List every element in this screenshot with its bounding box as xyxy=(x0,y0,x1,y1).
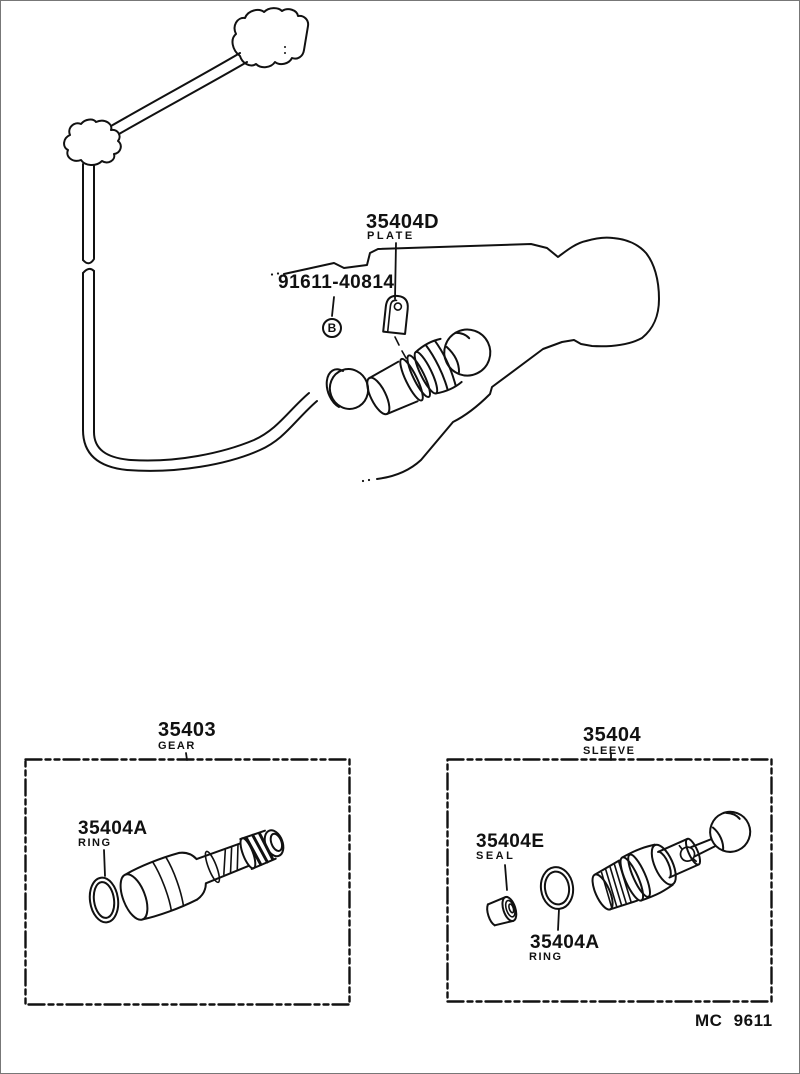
sleeve-kit-name: SLEEVE xyxy=(583,745,636,757)
sleeve-ring-name: RING xyxy=(529,951,563,963)
gear-ring-name: RING xyxy=(78,837,112,849)
sleeve-seal-name: SEAL xyxy=(476,850,516,862)
cable-connector-drawing xyxy=(110,7,310,135)
o-ring-drawing xyxy=(88,876,120,924)
sleeve-ring-part-number: 35404A xyxy=(530,932,600,953)
sleeve-seal-part-number: 35404E xyxy=(476,831,545,852)
transmission-housing-drawing xyxy=(270,236,660,483)
grommet-drawing xyxy=(63,118,122,166)
bolt-marker-badge: B xyxy=(322,318,342,338)
gear-kit-part-number: 35403 xyxy=(158,719,217,741)
gear-ring-part-number: 35404A xyxy=(78,818,148,839)
sleeve-assembly-drawing xyxy=(591,810,752,911)
plate-part-name: PLATE xyxy=(367,230,415,242)
speedometer-cable-drawing xyxy=(82,163,370,472)
bolt-part-number: 91611-40814 xyxy=(278,272,395,293)
plate-part-number: 35404D xyxy=(366,211,440,233)
sleeve-kit-box xyxy=(446,752,773,1003)
driven-gear-drawing xyxy=(119,829,285,921)
leader-lines xyxy=(331,242,397,317)
seal-drawing xyxy=(486,895,518,927)
sleeve-kit-part-number: 35404 xyxy=(583,724,642,746)
o-ring-drawing xyxy=(539,866,575,910)
plate-part-drawing xyxy=(382,294,409,359)
installed-sleeve-drawing xyxy=(366,328,492,416)
gear-kit-box xyxy=(24,752,351,1006)
gear-kit-name: GEAR xyxy=(158,740,196,752)
drawing-code: MC 9611 xyxy=(695,1011,773,1030)
